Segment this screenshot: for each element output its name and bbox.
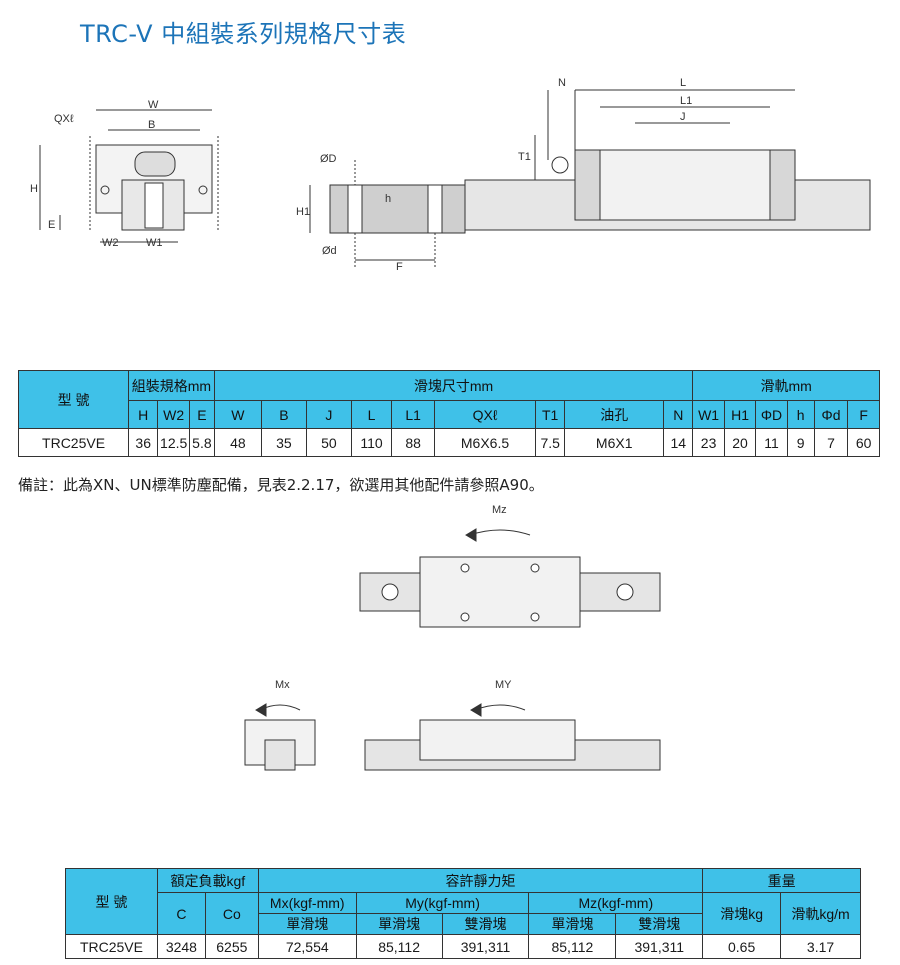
header-rail: 滑軌mm: [692, 370, 880, 401]
col-header: F: [847, 400, 880, 429]
header-c: C: [156, 892, 206, 935]
label-mx: Mx: [275, 679, 290, 691]
header-co: Co: [204, 892, 259, 935]
header-my: My(kgf-mm): [355, 892, 530, 914]
table-row: TRC25VE 3248 6255 72,554 85,112 391,311 …: [65, 934, 861, 959]
page-title: TRC-V 中組裝系列規格尺寸表: [80, 20, 407, 48]
label-h: H: [30, 183, 38, 195]
side-view: [464, 89, 871, 231]
table-row: TRC25VE 36 12.5 5.8 48 35 50 110 88 M6X6…: [17, 428, 880, 457]
col-header: N: [663, 400, 694, 429]
col-header: H1: [723, 400, 757, 429]
front-view: [39, 109, 219, 243]
col-header: E: [189, 400, 215, 429]
label-n: N: [558, 77, 566, 89]
header-mx-single: 單滑塊: [257, 913, 357, 935]
label-w1: W1: [146, 237, 163, 249]
label-h-small: h: [385, 193, 391, 205]
label-phiD: ØD: [320, 153, 337, 165]
label-qxl: QXℓ: [54, 113, 74, 125]
header-weight: 重量: [702, 868, 861, 893]
label-w: W: [148, 99, 159, 111]
label-e: E: [48, 219, 55, 231]
label-w2: W2: [102, 237, 119, 249]
label-t1: T1: [518, 151, 531, 163]
col-header: L: [350, 400, 393, 429]
label-f: F: [396, 261, 403, 273]
my-view: [364, 703, 661, 771]
label-h1: H1: [296, 206, 310, 218]
header-rail-kg: 滑軌kg/m: [780, 892, 861, 935]
header-model: 型 號: [17, 370, 130, 429]
col-header: QXℓ: [433, 400, 537, 429]
label-l: L: [680, 77, 686, 89]
spec-table: 型 號 組裝規格mm 滑塊尺寸mm 滑軌mm H W2 E W B J L L1…: [17, 370, 880, 457]
header-rated-load: 額定負載kgf: [156, 868, 259, 893]
header-mz-double: 雙滑塊: [615, 913, 704, 935]
header-my-single: 單滑塊: [355, 913, 443, 935]
col-header: L1: [391, 400, 435, 429]
section-view: [309, 160, 466, 268]
header-model: 型 號: [65, 868, 158, 935]
label-mz: Mz: [492, 504, 507, 516]
label-j: J: [680, 111, 686, 123]
load-table: 型 號 額定負載kgf 容許靜力矩 重量 C Co Mx(kgf-mm) My(…: [65, 868, 861, 959]
moment-drawings: Mz Mx MY: [244, 504, 661, 771]
col-header: B: [260, 400, 307, 429]
col-header: W: [213, 400, 262, 429]
label-b: B: [148, 119, 155, 131]
header-mz-single: 單滑塊: [528, 913, 617, 935]
col-header: W1: [692, 400, 725, 429]
header-block-kg: 滑塊kg: [702, 892, 782, 935]
col-header: T1: [535, 400, 566, 429]
label-my: MY: [495, 679, 512, 691]
header-block: 滑塊尺寸mm: [213, 370, 694, 401]
col-header: 油孔: [564, 400, 665, 429]
mz-view: [359, 528, 661, 628]
header-assembly: 組裝規格mm: [128, 370, 215, 401]
mx-view: [244, 703, 316, 771]
col-header: J: [305, 400, 352, 429]
header-mx: Mx(kgf-mm): [257, 892, 357, 914]
dimension-drawing: QXℓ W B H E W2 W1 ØD h H1 Ød F N L L1 J …: [30, 77, 871, 273]
label-phid: Ød: [322, 245, 337, 257]
col-header: W2: [157, 400, 191, 429]
col-header: ΦD: [755, 400, 788, 429]
col-header: H: [128, 400, 159, 429]
col-header: Φd: [813, 400, 849, 429]
header-allowable-moment: 容許靜力矩: [257, 868, 704, 893]
col-header: h: [786, 400, 815, 429]
label-l1: L1: [680, 95, 692, 107]
note-text: 備註：此為XN、UN標準防塵配備，見表2.2.17，欲選用其他配件請參照A90。: [18, 476, 544, 494]
header-mz: Mz(kgf-mm): [528, 892, 704, 914]
header-my-double: 雙滑塊: [441, 913, 530, 935]
